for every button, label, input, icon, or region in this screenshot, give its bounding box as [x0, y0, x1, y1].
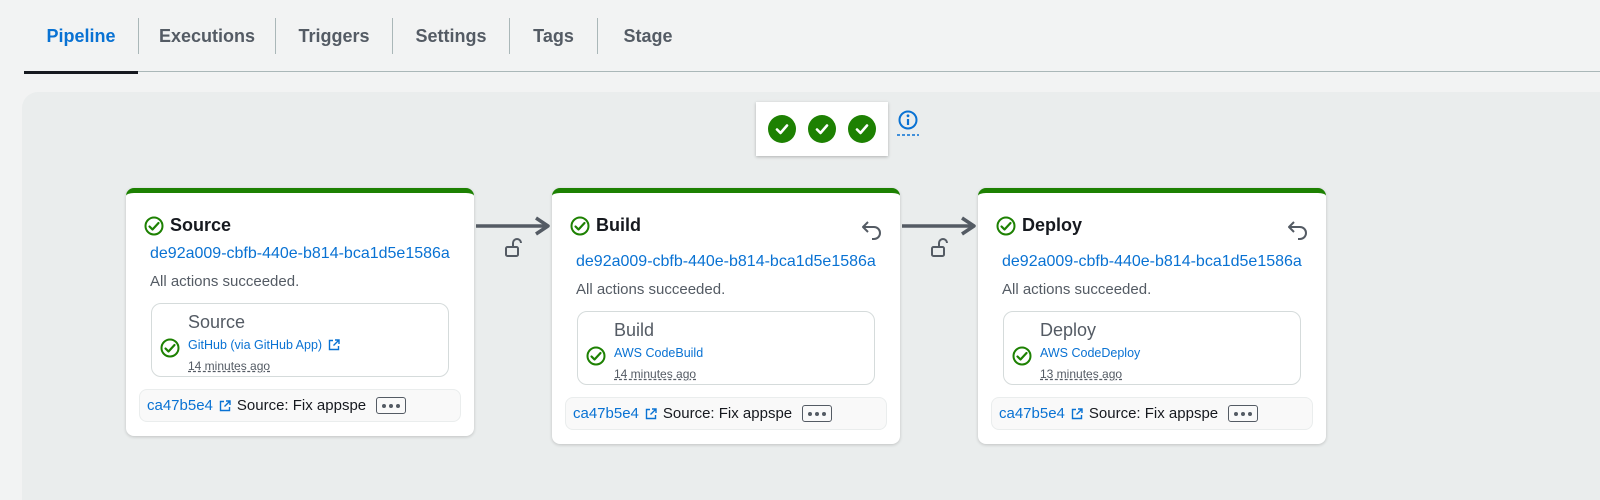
tab-tags[interactable]: Tags — [533, 25, 574, 46]
commit-message: Source: Fix appspe — [1088, 405, 1219, 422]
provider-label: AWS CodeDeploy — [1040, 346, 1141, 360]
more-options-button[interactable] — [1228, 405, 1259, 422]
action-name: Build — [614, 320, 655, 340]
tab-bar: Pipeline Executions Triggers Settings Ta… — [24, 0, 1600, 74]
commit-id-link[interactable]: ca47b5e4 — [999, 405, 1065, 422]
tab-divider — [597, 18, 598, 54]
check-circle-icon — [808, 115, 836, 143]
check-circle-icon — [848, 115, 876, 143]
stage-status-text: All actions succeeded. — [576, 281, 726, 298]
success-icon — [144, 216, 164, 235]
stage-name: Build — [596, 215, 641, 235]
tab-triggers[interactable]: Triggers — [298, 25, 370, 46]
provider-label: GitHub (via GitHub App) — [188, 338, 323, 352]
action-timestamp[interactable]: 13 minutes ago — [1040, 367, 1123, 381]
commit-message: Source: Fix appspe — [662, 405, 793, 422]
transition-arrow — [476, 216, 550, 236]
stage-header: Deploy — [996, 215, 1082, 236]
source-revision: ca47b5e4 Source: Fix appspe — [565, 397, 887, 430]
action-provider-link[interactable]: AWS CodeDeploy — [1040, 346, 1140, 360]
tab-pipeline[interactable]: Pipeline — [24, 0, 138, 74]
action-name: Deploy — [1040, 320, 1097, 340]
action-timestamp[interactable]: 14 minutes ago — [188, 359, 271, 373]
stage-header: Build — [570, 215, 641, 236]
tab-executions[interactable]: Executions — [158, 25, 256, 46]
retry-icon[interactable] — [860, 217, 884, 241]
retry-icon[interactable] — [1286, 217, 1310, 241]
commit-id-link[interactable]: ca47b5e4 — [147, 397, 213, 414]
action-card-source: Source GitHub (via GitHub App) 14 minute… — [151, 303, 449, 377]
stage-header: Source — [144, 215, 231, 236]
tab-divider — [275, 18, 276, 54]
more-options-button[interactable] — [802, 405, 833, 422]
unlock-icon[interactable] — [504, 238, 522, 258]
action-provider-link[interactable]: AWS CodeBuild — [614, 346, 703, 360]
stage-card-deploy: Deploy de92a009-cbfb-440e-b814-bca1d5e15… — [978, 188, 1326, 444]
provider-label: AWS CodeBuild — [614, 346, 704, 360]
execution-id-link[interactable]: de92a009-cbfb-440e-b814-bca1d5e1586a — [576, 253, 876, 270]
more-options-button[interactable] — [376, 397, 407, 414]
check-circle-icon — [768, 115, 796, 143]
success-icon — [996, 216, 1016, 235]
tab-divider — [392, 18, 393, 54]
success-icon — [160, 338, 180, 358]
tab-settings[interactable]: Settings — [415, 25, 487, 46]
commit-id-link[interactable]: ca47b5e4 — [573, 405, 639, 422]
external-link-icon[interactable] — [1071, 407, 1083, 420]
action-timestamp[interactable]: 14 minutes ago — [614, 367, 697, 381]
tab-divider — [138, 18, 139, 54]
external-link-icon[interactable] — [219, 399, 231, 412]
stage-status-text: All actions succeeded. — [1002, 281, 1152, 298]
source-revision: ca47b5e4 Source: Fix appspe — [991, 397, 1313, 430]
source-revision: ca47b5e4 Source: Fix appspe — [139, 389, 461, 422]
success-icon — [570, 216, 590, 235]
info-icon[interactable] — [896, 110, 920, 138]
execution-id-link[interactable]: de92a009-cbfb-440e-b814-bca1d5e1586a — [150, 245, 450, 262]
action-card-build: Build AWS CodeBuild 14 minutes ago — [577, 311, 875, 385]
stage-name: Source — [170, 215, 232, 235]
commit-message: Source: Fix appspe — [236, 397, 367, 414]
external-link-icon — [328, 339, 340, 351]
stage-card-source: Source de92a009-cbfb-440e-b814-bca1d5e15… — [126, 188, 474, 436]
execution-id-link[interactable]: de92a009-cbfb-440e-b814-bca1d5e1586a — [1002, 253, 1302, 270]
transition-arrow — [902, 216, 976, 236]
tab-divider — [509, 18, 510, 54]
stage-status-text: All actions succeeded. — [150, 273, 300, 290]
success-icon — [586, 346, 606, 366]
pipeline-status-summary — [756, 102, 888, 156]
unlock-icon[interactable] — [930, 238, 948, 258]
action-card-deploy: Deploy AWS CodeDeploy 13 minutes ago — [1003, 311, 1301, 385]
action-provider-link[interactable]: GitHub (via GitHub App) — [188, 338, 340, 352]
stage-card-build: Build de92a009-cbfb-440e-b814-bca1d5e158… — [552, 188, 900, 444]
success-icon — [1012, 346, 1032, 366]
stage-name: Deploy — [1022, 215, 1083, 235]
tab-stage[interactable]: Stage — [623, 25, 673, 46]
external-link-icon[interactable] — [645, 407, 657, 420]
action-name: Source — [188, 312, 246, 332]
